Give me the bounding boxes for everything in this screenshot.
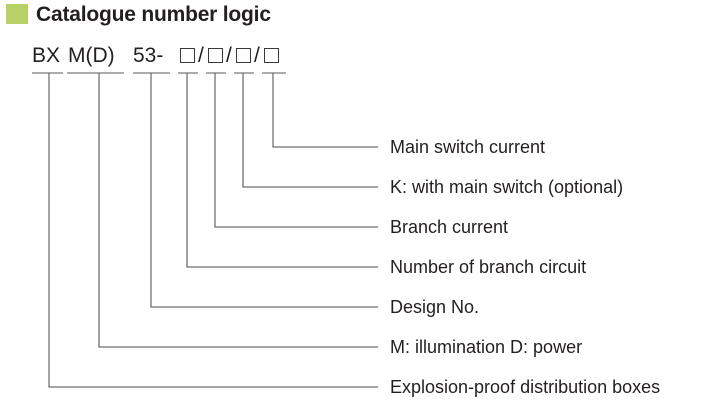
leader-explosion-proof-boxes — [48, 73, 378, 388]
code-segment-prefix: BX — [32, 44, 61, 67]
code-placeholder-3 — [236, 43, 251, 69]
code-segment-design: 53- — [133, 44, 164, 67]
leader-number-of-branch-circuit — [186, 73, 378, 268]
leader-branch-current — [214, 73, 378, 228]
code-placeholder-2 — [208, 43, 223, 69]
placeholder-box-icon — [236, 48, 251, 63]
callout-label-main-switch-current: Main switch current — [390, 137, 546, 157]
code-separator-1: / — [198, 44, 204, 67]
code-placeholder-1 — [180, 43, 195, 69]
leader-design-no — [150, 73, 378, 308]
callout-label-illumination-power: M: illumination D: power — [390, 337, 583, 357]
catalogue-code-line: BX M(D) 53- / / / — [0, 43, 340, 73]
leader-illumination-power — [98, 73, 378, 348]
leader-with-main-switch — [242, 73, 378, 188]
callout-label-design-no: Design No. — [390, 297, 480, 317]
green-square-bullet-icon — [6, 4, 28, 24]
placeholder-box-icon — [264, 48, 279, 63]
leader-main-switch-current — [272, 73, 378, 148]
page-header: Catalogue number logic — [0, 0, 728, 32]
callout-label-branch-current: Branch current — [390, 217, 509, 237]
code-separator-3: / — [254, 44, 260, 67]
code-segment-type: M(D) — [68, 44, 115, 67]
page-title: Catalogue number logic — [36, 3, 271, 26]
callout-label-explosion-proof-boxes: Explosion-proof distribution boxes — [390, 377, 661, 397]
code-placeholder-4 — [264, 43, 279, 69]
callout-label-number-of-branch-circuit: Number of branch circuit — [390, 257, 587, 277]
code-separator-2: / — [226, 44, 232, 67]
placeholder-box-icon — [208, 48, 223, 63]
callout-label-with-main-switch: K: with main switch (optional) — [390, 177, 624, 197]
placeholder-box-icon — [180, 48, 195, 63]
